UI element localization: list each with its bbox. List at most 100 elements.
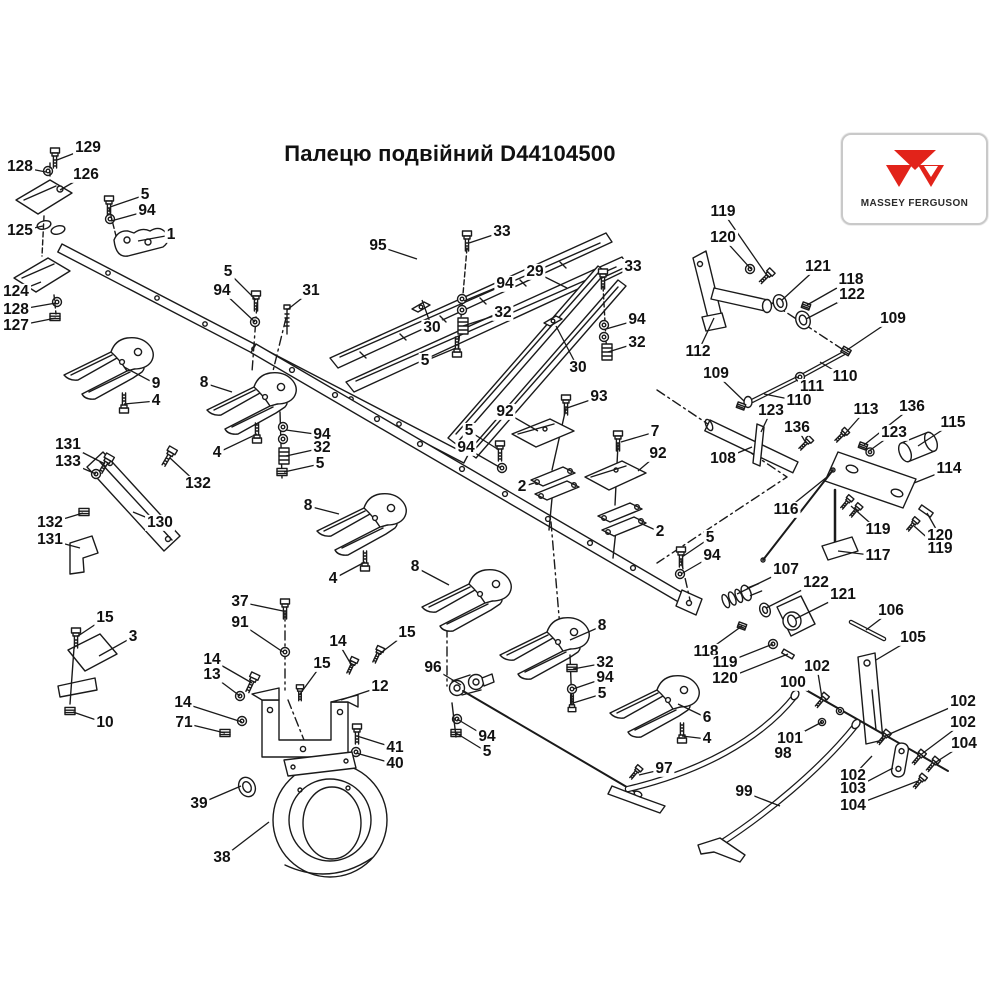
part-label-116: 116: [771, 500, 801, 519]
part-label-127: 127: [1, 316, 31, 335]
part-label-5: 5: [313, 454, 327, 473]
part-label-94: 94: [594, 668, 616, 687]
part-label-94: 94: [494, 274, 516, 293]
part-label-120: 120: [710, 669, 740, 688]
part-label-102: 102: [838, 766, 868, 785]
part-label-131: 131: [35, 530, 65, 549]
part-label-105: 105: [898, 628, 928, 647]
part-label-94: 94: [211, 281, 233, 300]
part-label-2: 2: [653, 522, 667, 541]
part-label-12: 12: [369, 677, 391, 696]
part-label-108: 108: [708, 449, 738, 468]
part-label-99: 99: [733, 782, 755, 801]
part-label-115: 115: [938, 413, 968, 432]
part-label-133: 133: [53, 452, 83, 471]
topleft-parts-chain: [14, 147, 168, 322]
part-label-32: 32: [311, 438, 333, 457]
rail-bar-lower: [251, 344, 702, 615]
part-label-37: 37: [229, 592, 251, 611]
part-label-96: 96: [422, 658, 444, 677]
part-label-94: 94: [476, 727, 498, 746]
part-label-31: 31: [300, 281, 322, 300]
part-label-4: 4: [149, 391, 163, 410]
part-label-121: 121: [828, 585, 858, 604]
triple-triangle-icon: [885, 150, 944, 187]
holddown-plates: [512, 394, 646, 558]
part-label-123: 123: [879, 423, 909, 442]
part-label-32: 32: [626, 333, 648, 352]
part-label-101: 101: [775, 729, 805, 748]
part-label-94: 94: [626, 310, 648, 329]
part-label-129: 129: [73, 138, 103, 157]
massey-ferguson-logo: MASSEY FERGUSON: [841, 133, 988, 225]
mount-bracket-12: [219, 598, 386, 757]
frame-bar-108: [704, 418, 815, 473]
part-label-122: 122: [801, 573, 831, 592]
part-label-123: 123: [756, 401, 786, 420]
part-label-130: 130: [145, 513, 175, 532]
part-label-91: 91: [229, 613, 251, 632]
part-label-8: 8: [595, 616, 609, 635]
part-label-5: 5: [703, 528, 717, 547]
part-label-103: 103: [838, 779, 868, 798]
part-label-4: 4: [700, 729, 714, 748]
part-label-120: 120: [925, 526, 955, 545]
part-label-110: 110: [784, 391, 814, 410]
part-label-14: 14: [201, 650, 223, 669]
part-label-125: 125: [5, 221, 35, 240]
part-label-8: 8: [197, 373, 211, 392]
part-label-111: 111: [797, 377, 827, 396]
lower-linkage: [720, 580, 948, 791]
part-label-119: 119: [708, 202, 738, 221]
brand-name: MASSEY FERGUSON: [860, 198, 969, 209]
part-label-109: 109: [701, 364, 731, 383]
part-label-38: 38: [211, 848, 233, 867]
part-label-94: 94: [136, 201, 158, 220]
part-label-102: 102: [948, 692, 978, 711]
part-label-29: 29: [524, 262, 546, 281]
part-label-15: 15: [396, 623, 418, 642]
part-label-30: 30: [421, 318, 443, 337]
part-label-9: 9: [149, 374, 163, 393]
part-label-114: 114: [934, 459, 964, 478]
part-label-131: 131: [53, 435, 83, 454]
part-label-5: 5: [418, 351, 432, 370]
part-label-4: 4: [326, 569, 340, 588]
part-label-113: 113: [851, 400, 881, 419]
part-label-15: 15: [94, 608, 116, 627]
bushing-39: [236, 775, 259, 800]
part-label-15: 15: [311, 654, 333, 673]
part-label-32: 32: [492, 303, 514, 322]
part-label-119: 119: [710, 653, 740, 672]
part-label-5: 5: [221, 262, 235, 281]
part-label-126: 126: [71, 165, 101, 184]
part-label-94: 94: [311, 425, 333, 444]
part-label-102: 102: [802, 657, 832, 676]
part-label-14: 14: [327, 632, 349, 651]
part-label-92: 92: [647, 444, 669, 463]
pivot-arm-112: [693, 251, 812, 331]
part-label-118: 118: [836, 270, 866, 289]
part-label-5: 5: [595, 684, 609, 703]
part-label-92: 92: [494, 402, 516, 421]
curved-tubes: [608, 689, 862, 862]
part-label-109: 109: [878, 309, 908, 328]
part-label-121: 121: [803, 257, 833, 276]
part-label-102: 102: [948, 713, 978, 732]
part-label-7: 7: [648, 422, 662, 441]
part-label-41: 41: [384, 738, 406, 757]
part-label-132: 132: [35, 513, 65, 532]
part-label-8: 8: [301, 496, 315, 515]
part-label-98: 98: [772, 744, 794, 763]
part-label-132: 132: [183, 474, 213, 493]
part-label-33: 33: [491, 222, 513, 241]
part-label-120: 120: [708, 228, 738, 247]
part-label-112: 112: [683, 342, 713, 361]
part-label-40: 40: [384, 754, 406, 773]
part-label-136: 136: [897, 397, 927, 416]
part-label-39: 39: [188, 794, 210, 813]
part-label-119: 119: [925, 539, 955, 558]
